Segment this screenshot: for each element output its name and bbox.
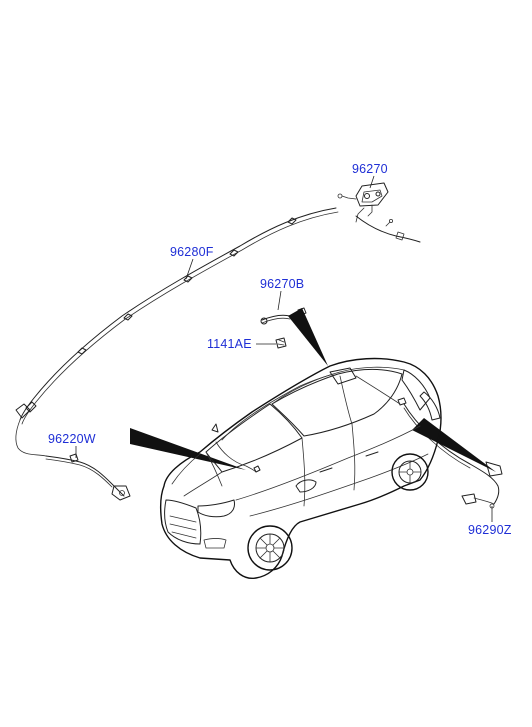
roof-harness-96280f[interactable] [15,207,339,457]
pointer-wedges [130,308,496,472]
label-96270b[interactable]: 96270B [260,277,304,291]
bolt-1141ae[interactable] [275,337,287,349]
label-96220w[interactable]: 96220W [48,432,96,446]
label-96270[interactable]: 96270 [352,162,388,176]
wedge-roof [288,308,328,366]
antenna-module-96270[interactable] [337,182,421,243]
wedge-front [130,428,246,470]
label-1141ae[interactable]: 1141AE [207,337,252,351]
car-illustration [159,357,442,579]
front-harness-96220w[interactable] [45,453,131,501]
label-96290z[interactable]: 96290Z [468,523,512,537]
wedge-rear [412,418,496,472]
label-96280f[interactable]: 96280F [170,245,214,259]
